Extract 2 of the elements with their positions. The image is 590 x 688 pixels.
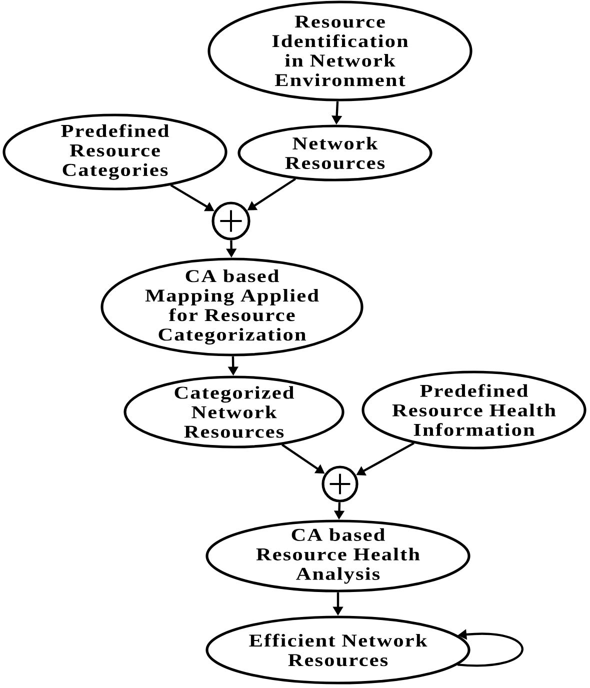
summing-junction xyxy=(212,202,250,240)
summing-junction xyxy=(322,466,358,502)
